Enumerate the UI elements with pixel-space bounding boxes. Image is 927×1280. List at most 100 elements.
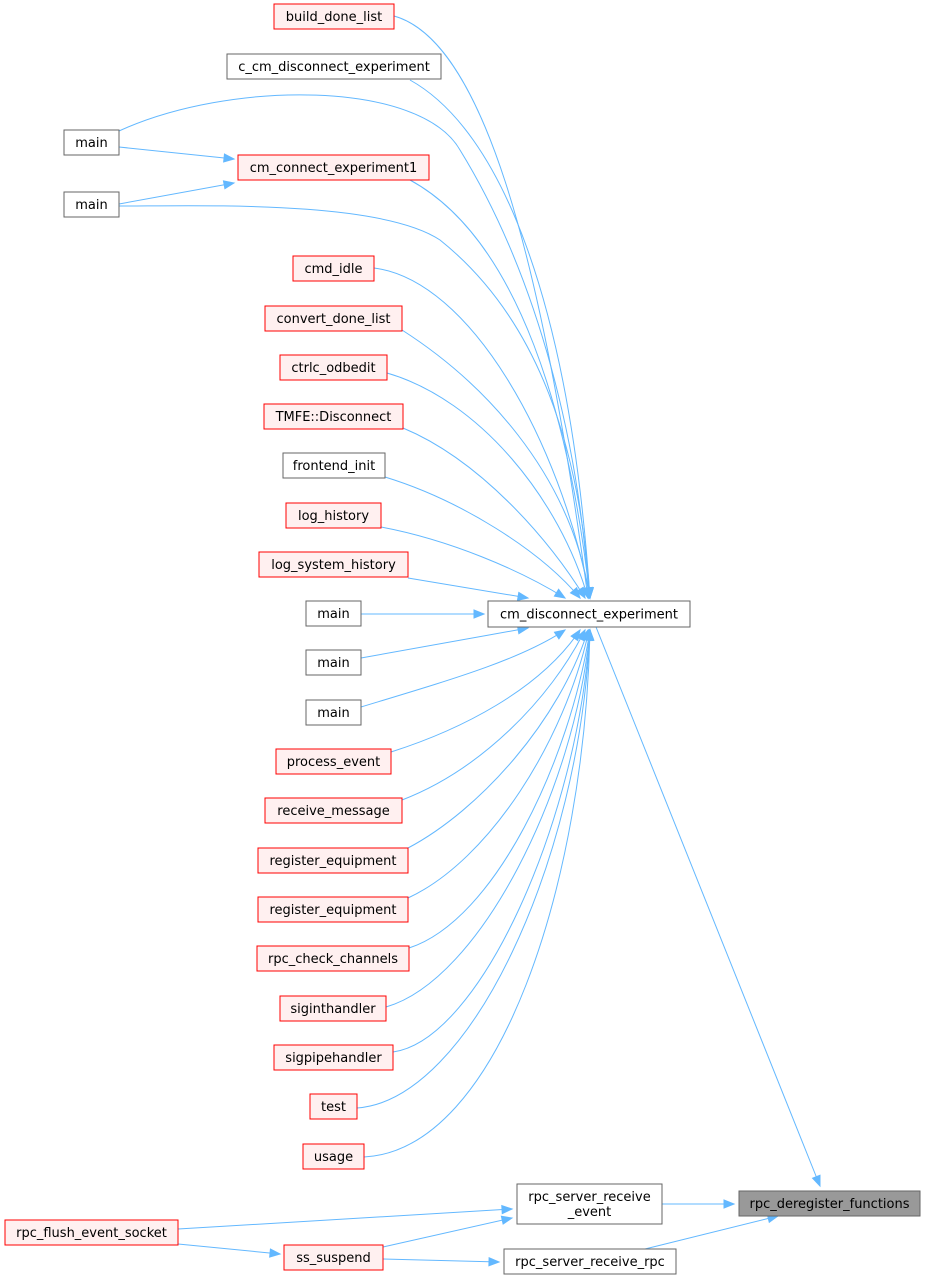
node-box (226, 53, 442, 80)
node-label: log_history (298, 509, 369, 524)
edge-ss_suspend-to-rpc_server_receive_rpc (382, 1256, 501, 1267)
node-test[interactable]: test (309, 1093, 358, 1120)
node-ctrlc-odbedit[interactable]: ctrlc_odbedit (279, 354, 388, 381)
node-box (273, 3, 395, 30)
edge-arrowhead (223, 153, 236, 163)
edge-arrowhead (553, 629, 567, 640)
node-log-system-history[interactable]: log_system_history (258, 551, 409, 578)
edge-arrowhead (575, 586, 586, 600)
node-main-a[interactable]: main (63, 129, 120, 156)
node-rpc-flush-event-socket[interactable]: rpc_flush_event_socket (4, 1219, 179, 1246)
node-label: process_event (287, 755, 380, 770)
node-box (257, 896, 409, 923)
node-label: rpc_server_receive_rpc (515, 1255, 665, 1270)
node-label: cm_connect_experiment1 (250, 161, 418, 176)
node-label: usage (314, 1150, 353, 1165)
edge-frontend_init-to-cm_disconnect_experiment (384, 476, 581, 600)
node-rpc-deregister-functions[interactable]: rpc_deregister_functions (738, 1190, 921, 1217)
node-box (273, 1044, 394, 1071)
node-box (305, 699, 362, 726)
node-tmfe-disconnect[interactable]: TMFE::Disconnect (263, 403, 404, 430)
node-main-c[interactable]: main (305, 600, 362, 627)
edge-line (408, 629, 591, 949)
edge-arrowhead (488, 1256, 501, 1267)
node-label: ss_suspend (296, 1251, 371, 1266)
node-cm-disconnect-experiment[interactable]: cm_disconnect_experiment (487, 600, 691, 628)
node-label: rpc_server_receive (528, 1190, 650, 1205)
edge-line (373, 267, 591, 599)
edge-line (409, 79, 591, 599)
edge-process_event-to-cm_disconnect_experiment (390, 628, 581, 753)
node-ss-suspend[interactable]: ss_suspend (283, 1244, 384, 1271)
edge-rpc_check_channels-to-cm_disconnect_experiment (408, 628, 594, 949)
node-c-cm-disconnect-experiment[interactable]: c_cm_disconnect_experiment (226, 53, 442, 80)
node-box (309, 1093, 358, 1120)
node-cm-connect-experiment1[interactable]: cm_connect_experiment1 (237, 154, 430, 181)
node-label: main (317, 706, 349, 721)
node-rpc-server-receive-event[interactable]: rpc_server_receive_event (516, 1183, 663, 1225)
edge-arrowhead (585, 628, 595, 641)
edge-arrowhead (473, 609, 486, 619)
edge-line (118, 94, 590, 599)
node-register-equipment-a[interactable]: register_equipment (257, 847, 409, 874)
node-box (256, 945, 410, 972)
edge-cm_disconnect_experiment-to-rpc_deregister_functions (595, 626, 821, 1188)
node-box (263, 403, 404, 430)
node-frontend-init[interactable]: frontend_init (282, 452, 386, 479)
edge-ss_suspend-to-rpc_server_receive_event (382, 1215, 514, 1248)
node-label: register_equipment (270, 854, 397, 869)
edge-c_cm_disconnect_experiment-to-cm_disconnect_experiment (409, 79, 595, 600)
node-build-done-list[interactable]: build_done_list (273, 3, 395, 30)
edge-main_c-to-cm_disconnect_experiment (361, 609, 486, 619)
node-box (258, 551, 409, 578)
edge-arrowhead (501, 1204, 514, 1215)
edge-tmfe_disconnect-to-cm_disconnect_experiment (402, 427, 586, 600)
edge-line (177, 1243, 281, 1255)
edge-line (409, 179, 591, 599)
node-receive-message[interactable]: receive_message (264, 797, 403, 824)
node-box (282, 452, 386, 479)
node-label: TMFE::Disconnect (275, 410, 392, 425)
node-label: cmd_idle (304, 262, 362, 277)
node-main-b[interactable]: main (63, 191, 120, 218)
edge-rpc_flush_event_socket-to-ss_suspend (177, 1243, 282, 1258)
node-box (302, 1143, 365, 1170)
node-box (305, 649, 362, 676)
edge-arrowhead (222, 180, 236, 190)
node-rpc-check-channels[interactable]: rpc_check_channels (256, 945, 410, 972)
node-main-d[interactable]: main (305, 649, 362, 676)
node-sigpipehandler[interactable]: sigpipehandler (273, 1044, 394, 1071)
node-log-history[interactable]: log_history (285, 502, 382, 529)
edge-line (644, 1215, 779, 1250)
node-siginthandler[interactable]: siginthandler (279, 995, 387, 1022)
node-box (4, 1219, 179, 1246)
edge-line (360, 629, 566, 708)
node-usage[interactable]: usage (302, 1143, 365, 1170)
node-label: log_system_history (271, 558, 396, 573)
node-convert-done-list[interactable]: convert_done_list (264, 305, 403, 332)
node-box (487, 600, 691, 628)
node-process-event[interactable]: process_event (275, 748, 392, 775)
edge-line (402, 427, 586, 599)
node-box (279, 995, 387, 1022)
node-label: siginthandler (290, 1002, 376, 1017)
node-box (292, 255, 375, 282)
node-register-equipment-b[interactable]: register_equipment (257, 896, 409, 923)
edge-line (380, 526, 566, 599)
node-label: test (321, 1100, 346, 1115)
node-box (63, 129, 120, 156)
edge-line (390, 629, 581, 753)
edge-usage-to-cm_disconnect_experiment (363, 628, 595, 1158)
edge-cmd_idle-to-cm_disconnect_experiment (373, 267, 593, 600)
edge-arrowhead (723, 1199, 736, 1209)
node-label: _event (567, 1205, 612, 1220)
edge-line (407, 629, 589, 849)
edge-arrowhead (811, 1174, 821, 1188)
node-rpc-server-receive-rpc[interactable]: rpc_server_receive_rpc (503, 1248, 677, 1275)
node-box (63, 191, 120, 218)
edge-line (118, 182, 235, 205)
edges-layer (118, 15, 821, 1267)
node-main-e[interactable]: main (305, 699, 362, 726)
edge-arrowhead (553, 588, 567, 599)
node-cmd-idle[interactable]: cmd_idle (292, 255, 375, 282)
